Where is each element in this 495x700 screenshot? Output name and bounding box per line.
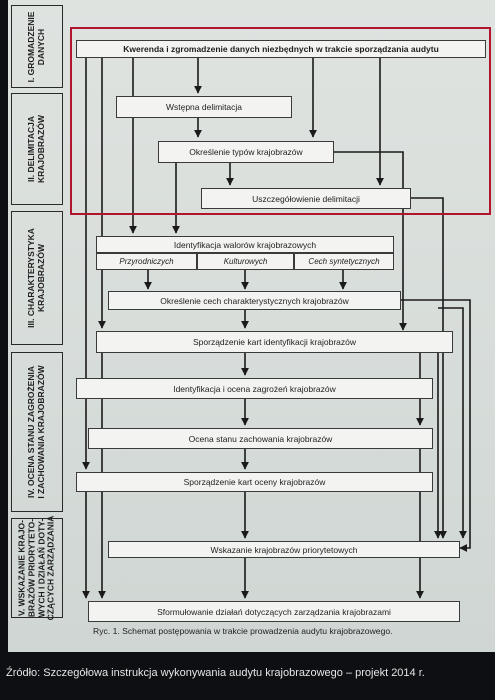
- arrow-uszczegolowienie-priorytetowe: [411, 197, 447, 539]
- figure-caption: Ryc. 1. Schemat postępowania w trakcie p…: [93, 626, 393, 636]
- stage-label-4: IV. OCENA STANU ZAGROŻENIA I ZACHOWANIA …: [26, 365, 46, 499]
- node-identyfikacja-zagrozen: Identyfikacja i ocena zagrożeń krajobraz…: [76, 378, 433, 399]
- node-okreslenie-cech: Określenie cech charakterystycznych kraj…: [108, 291, 401, 310]
- arrow-okreslenie-cech-sformulowanie: [401, 299, 471, 552]
- node-uszczegolowienie: Uszczegółowienie delimitacji: [201, 188, 411, 209]
- slide: I. GROMADZENIE DANYCH II. DELIMITACJA KR…: [8, 0, 495, 652]
- node-okreslenie-typow: Określenie typów krajobrazów: [158, 141, 334, 163]
- stage-label-1: I. GROMADZENIE DANYCH: [26, 11, 46, 82]
- node-ocena-stanu: Ocena stanu zachowania krajobrazów: [88, 428, 433, 449]
- stage-label-5: V. WSKAZANIE KRAJO- BRAZÓW PRIORYTETO- W…: [16, 515, 56, 621]
- stage-label-2: II. DELIMITACJA KRAJOBRAZÓW: [26, 115, 46, 183]
- arrow-typow-karty-identyfikacji: [334, 151, 407, 331]
- stage-box-1: I. GROMADZENIE DANYCH: [11, 5, 63, 88]
- node-identyfikacja-walorow: Identyfikacja walorów krajobrazowych: [96, 236, 394, 253]
- stage-box-5: V. WSKAZANIE KRAJO- BRAZÓW PRIORYTETO- W…: [11, 515, 63, 621]
- node-karty-oceny: Sporządzenie kart oceny krajobrazów: [76, 472, 433, 492]
- stage-box-2: II. DELIMITACJA KRAJOBRAZÓW: [11, 93, 63, 205]
- node-karty-identyfikacji: Sporządzenie kart identyfikacji krajobra…: [96, 331, 453, 353]
- source-line: Źródło: Szczegółowa instrukcja wykonywan…: [6, 667, 425, 679]
- node-sformulowanie: Sformułowanie działań dotyczących zarząd…: [88, 601, 460, 622]
- highlight-frame: [70, 27, 491, 215]
- node-priorytetowe: Wskazanie krajobrazów priorytetowych: [108, 541, 460, 558]
- stage-label-3: III. CHARAKTERYSTYKA KRAJOBRAZÓW: [26, 228, 46, 328]
- arrow-okreslenie-cech-priorytetowe: [438, 307, 467, 539]
- node-kwerenda: Kwerenda i zgromadzenie danych niezbędny…: [76, 40, 486, 58]
- stage-box-3: III. CHARAKTERYSTYKA KRAJOBRAZÓW: [11, 211, 63, 345]
- stage-box-4: IV. OCENA STANU ZAGROŻENIA I ZACHOWANIA …: [11, 352, 63, 512]
- node-kulturowych: Kulturowych: [197, 253, 294, 270]
- node-wstepna-delimitacja: Wstępna delimitacja: [116, 96, 292, 118]
- node-cech-syntetycznych: Cech syntetycznych: [294, 253, 394, 270]
- node-przyrodniczych: Przyrodniczych: [96, 253, 197, 270]
